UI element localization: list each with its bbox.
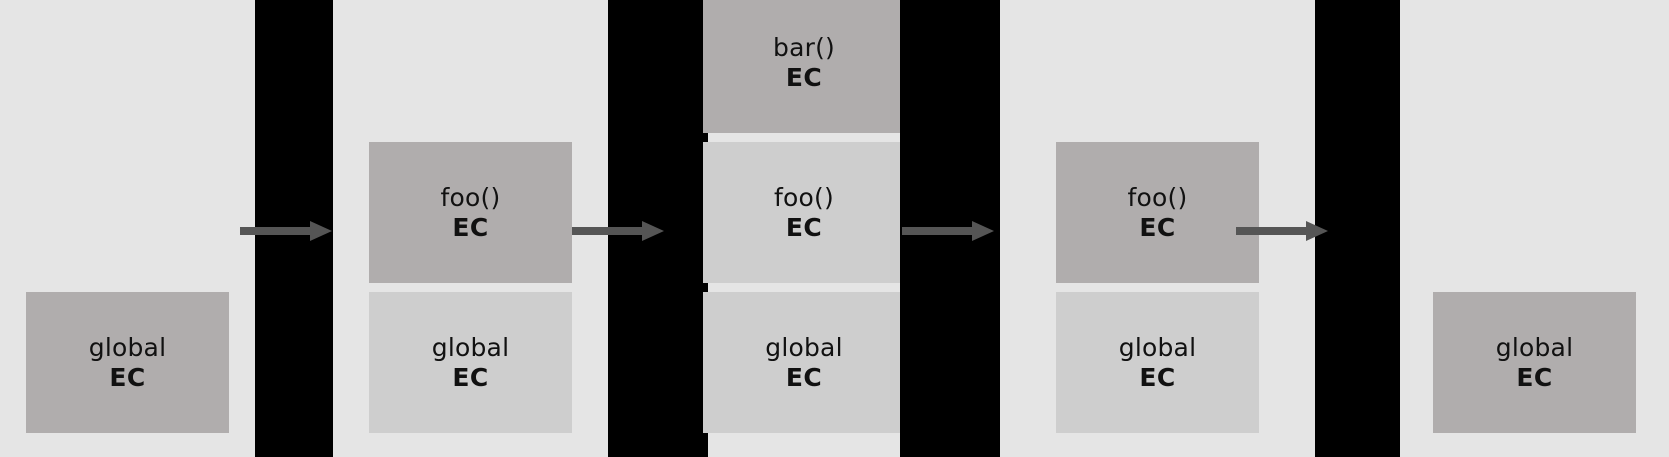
- ec-frame-label: EC: [1516, 362, 1553, 392]
- ec-frame-label: EC: [452, 212, 489, 242]
- ec-frame-foo[interactable]: foo() EC: [702, 142, 906, 283]
- ec-frame-global[interactable]: global EC: [1433, 292, 1636, 433]
- step-panel-2: global EC foo() EC: [333, 0, 608, 457]
- ec-frame-label: EC: [785, 362, 823, 392]
- ec-stack-4: global EC foo() EC: [1000, 142, 1315, 433]
- ec-frame-global[interactable]: global EC: [369, 292, 572, 433]
- ec-frame-name: global: [765, 333, 843, 362]
- arrow-4: [1236, 221, 1328, 241]
- step-panel-4: global EC foo() EC: [1000, 0, 1315, 457]
- ec-frame-name: bar(): [773, 33, 835, 62]
- ec-frame-name: foo(): [774, 183, 834, 212]
- step-panel-3: global EC foo() EC bar() EC: [702, 0, 906, 457]
- ec-frame-global[interactable]: global EC: [26, 292, 229, 433]
- ec-frame-name: foo(): [1127, 183, 1188, 212]
- ec-frame-foo[interactable]: foo() EC: [369, 142, 572, 283]
- ec-frame-label: EC: [452, 362, 489, 392]
- ec-frame-label: EC: [785, 62, 823, 92]
- step-panel-1: global EC: [0, 0, 255, 457]
- ec-frame-name: global: [88, 333, 167, 362]
- arrow-1: [240, 221, 332, 241]
- ec-stack-3: global EC foo() EC bar() EC: [702, 0, 906, 433]
- ec-stack-1: global EC: [0, 292, 255, 433]
- ec-frame-label: EC: [109, 362, 146, 392]
- ec-frame-foo[interactable]: foo() EC: [1056, 142, 1259, 283]
- ec-frame-name: foo(): [440, 183, 501, 212]
- step-panel-5: global EC: [1400, 0, 1669, 457]
- ec-frame-name: global: [1495, 333, 1574, 362]
- ec-frame-global[interactable]: global EC: [1056, 292, 1259, 433]
- ec-frame-label: EC: [1139, 212, 1176, 242]
- ec-frame-name: global: [1118, 333, 1197, 362]
- ec-frame-name: global: [431, 333, 510, 362]
- ec-frame-label: EC: [1139, 362, 1176, 392]
- arrow-2: [572, 221, 664, 241]
- ec-stack-5: global EC: [1400, 292, 1669, 433]
- ec-frame-global[interactable]: global EC: [702, 292, 906, 433]
- separator-4: [1315, 0, 1400, 457]
- arrow-3: [902, 221, 994, 241]
- ec-stack-2: global EC foo() EC: [333, 142, 608, 433]
- ec-frame-label: EC: [785, 212, 823, 242]
- ec-frame-bar[interactable]: bar() EC: [702, 0, 906, 133]
